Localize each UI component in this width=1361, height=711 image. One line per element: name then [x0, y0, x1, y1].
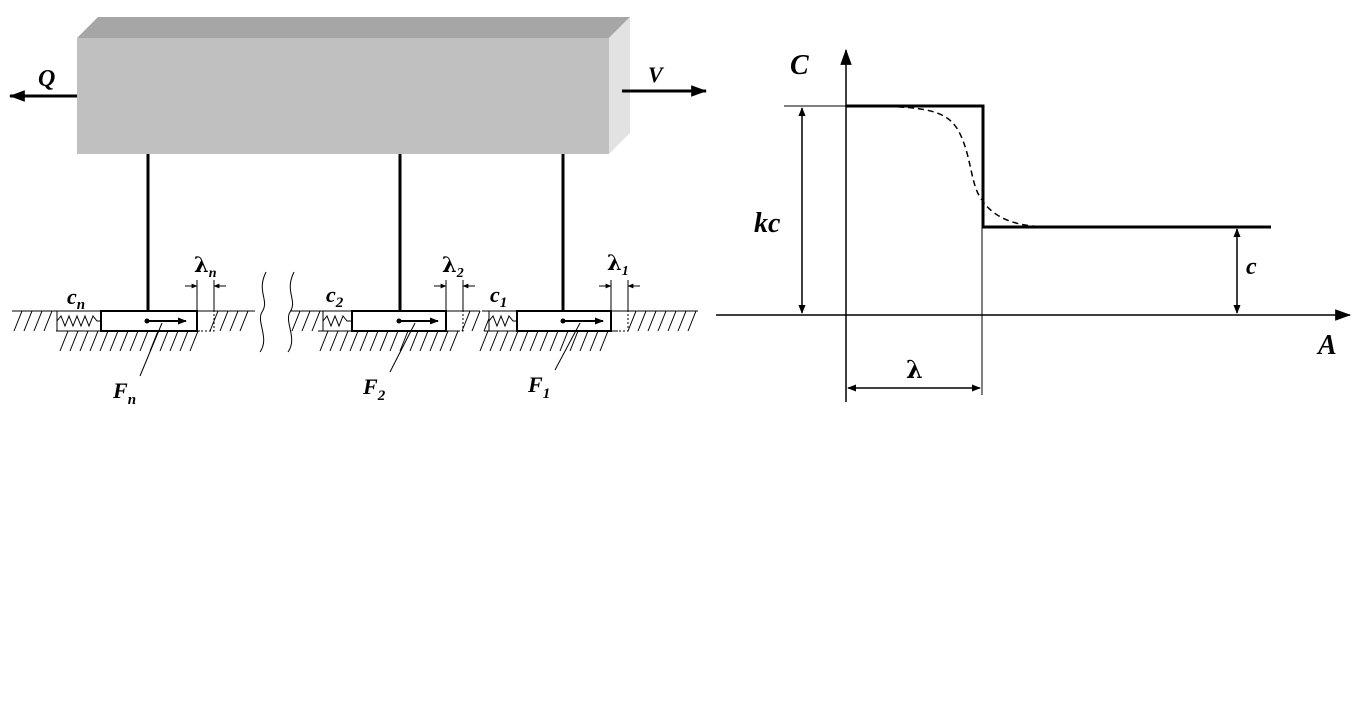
sliding-body — [77, 17, 630, 154]
gap-zone-n — [196, 310, 215, 332]
step-characteristic-line — [846, 104, 1271, 229]
spring-n — [56, 314, 101, 328]
spring-1 — [488, 314, 517, 328]
velocity-v-label: V — [648, 62, 665, 87]
friction-leader-1 — [554, 322, 581, 371]
low-level-label: c — [1246, 254, 1257, 280]
contact-1: c1 λ1 F1 — [488, 250, 640, 402]
gap-zone-2 — [445, 310, 464, 332]
stiffness-label-n: cn — [67, 284, 85, 313]
gap-label-2: λ2 — [442, 252, 464, 281]
friction-leader-n — [139, 322, 163, 377]
force-q-label: Q — [38, 66, 55, 92]
contact-n: cn λn Fn — [56, 252, 226, 408]
body-front-face — [77, 38, 609, 154]
body-top-face — [77, 17, 630, 38]
gap-label-n: λn — [194, 252, 217, 281]
stiffness-label-1: c1 — [490, 282, 507, 311]
break-mark-right — [287, 271, 295, 353]
gap-zone-1 — [610, 310, 629, 332]
friction-label-n: Fn — [112, 378, 136, 408]
high-level-label: kc — [754, 208, 781, 239]
spring-2 — [322, 314, 352, 328]
stiffness-graph: C A kc c λ — [716, 48, 1352, 402]
body-side-face — [609, 17, 630, 154]
y-axis-label: C — [790, 50, 809, 81]
break-mark-left — [259, 271, 267, 353]
stiffness-label-2: c2 — [326, 282, 344, 311]
x-axis-label: A — [1316, 330, 1337, 361]
gap-label-1: λ1 — [607, 250, 629, 279]
step-width-label: λ — [906, 355, 923, 384]
friction-leader-2 — [389, 322, 416, 373]
friction-label-1: F1 — [527, 372, 550, 402]
friction-label-2: F2 — [362, 374, 386, 404]
smooth-characteristic-curve — [847, 105, 1051, 228]
contact-2: c2 λ2 F2 — [322, 252, 475, 404]
